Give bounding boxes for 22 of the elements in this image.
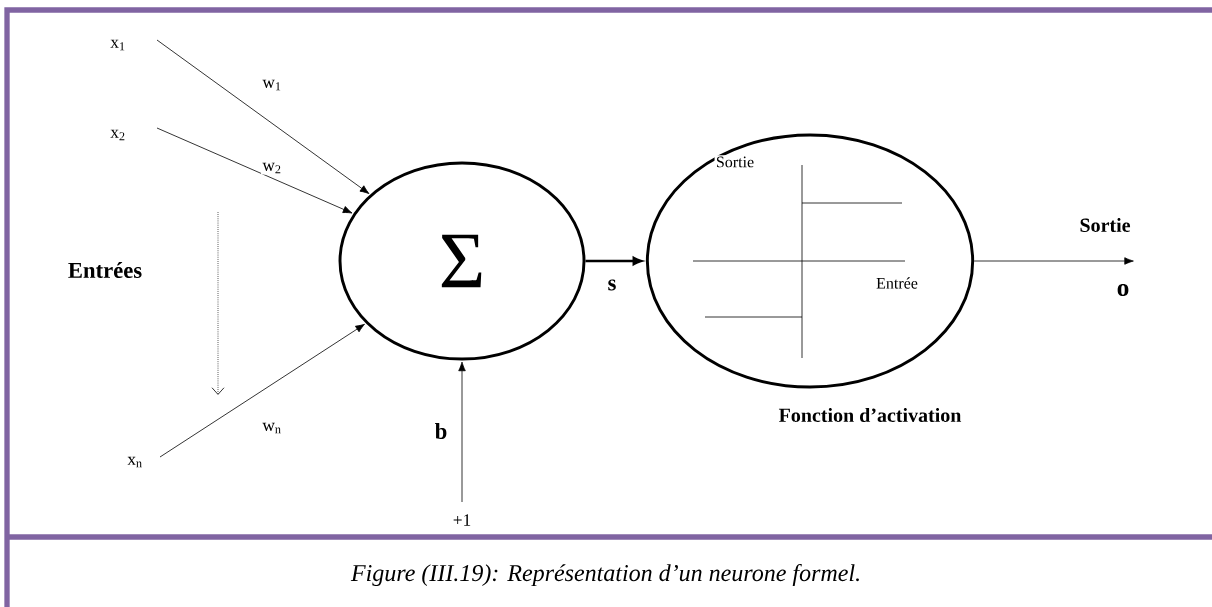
edge-label: w$_{n}$ [261,421,283,435]
text-label: Entrées [68,262,142,278]
edge-label: s [606,278,618,292]
arrow [973,257,1134,265]
arrow [156,127,353,214]
input-label: x$_{2}$ [110,129,125,141]
output-label: o [1117,283,1129,297]
axis-label: Entrée [874,276,920,290]
arrow [156,39,370,194]
arrow [585,256,643,266]
axis-label: Sortie [714,155,756,169]
caption-label: Fonction d’activation [778,408,962,423]
arrow [458,361,466,503]
edge-label: w$_{2}$ [261,161,283,175]
input-label: x$_{n}$ [127,456,142,468]
input-label: x$_{1}$ [110,39,125,51]
input-label: +1 [453,514,471,526]
edge-label: w$_{1}$ [261,78,283,92]
edge-label: Sortie [1078,216,1132,234]
arrow [159,323,365,458]
edge-label: b [433,421,449,441]
figure-caption: Figure (III.19): Représentation d’un neurone formel. [350,564,859,586]
